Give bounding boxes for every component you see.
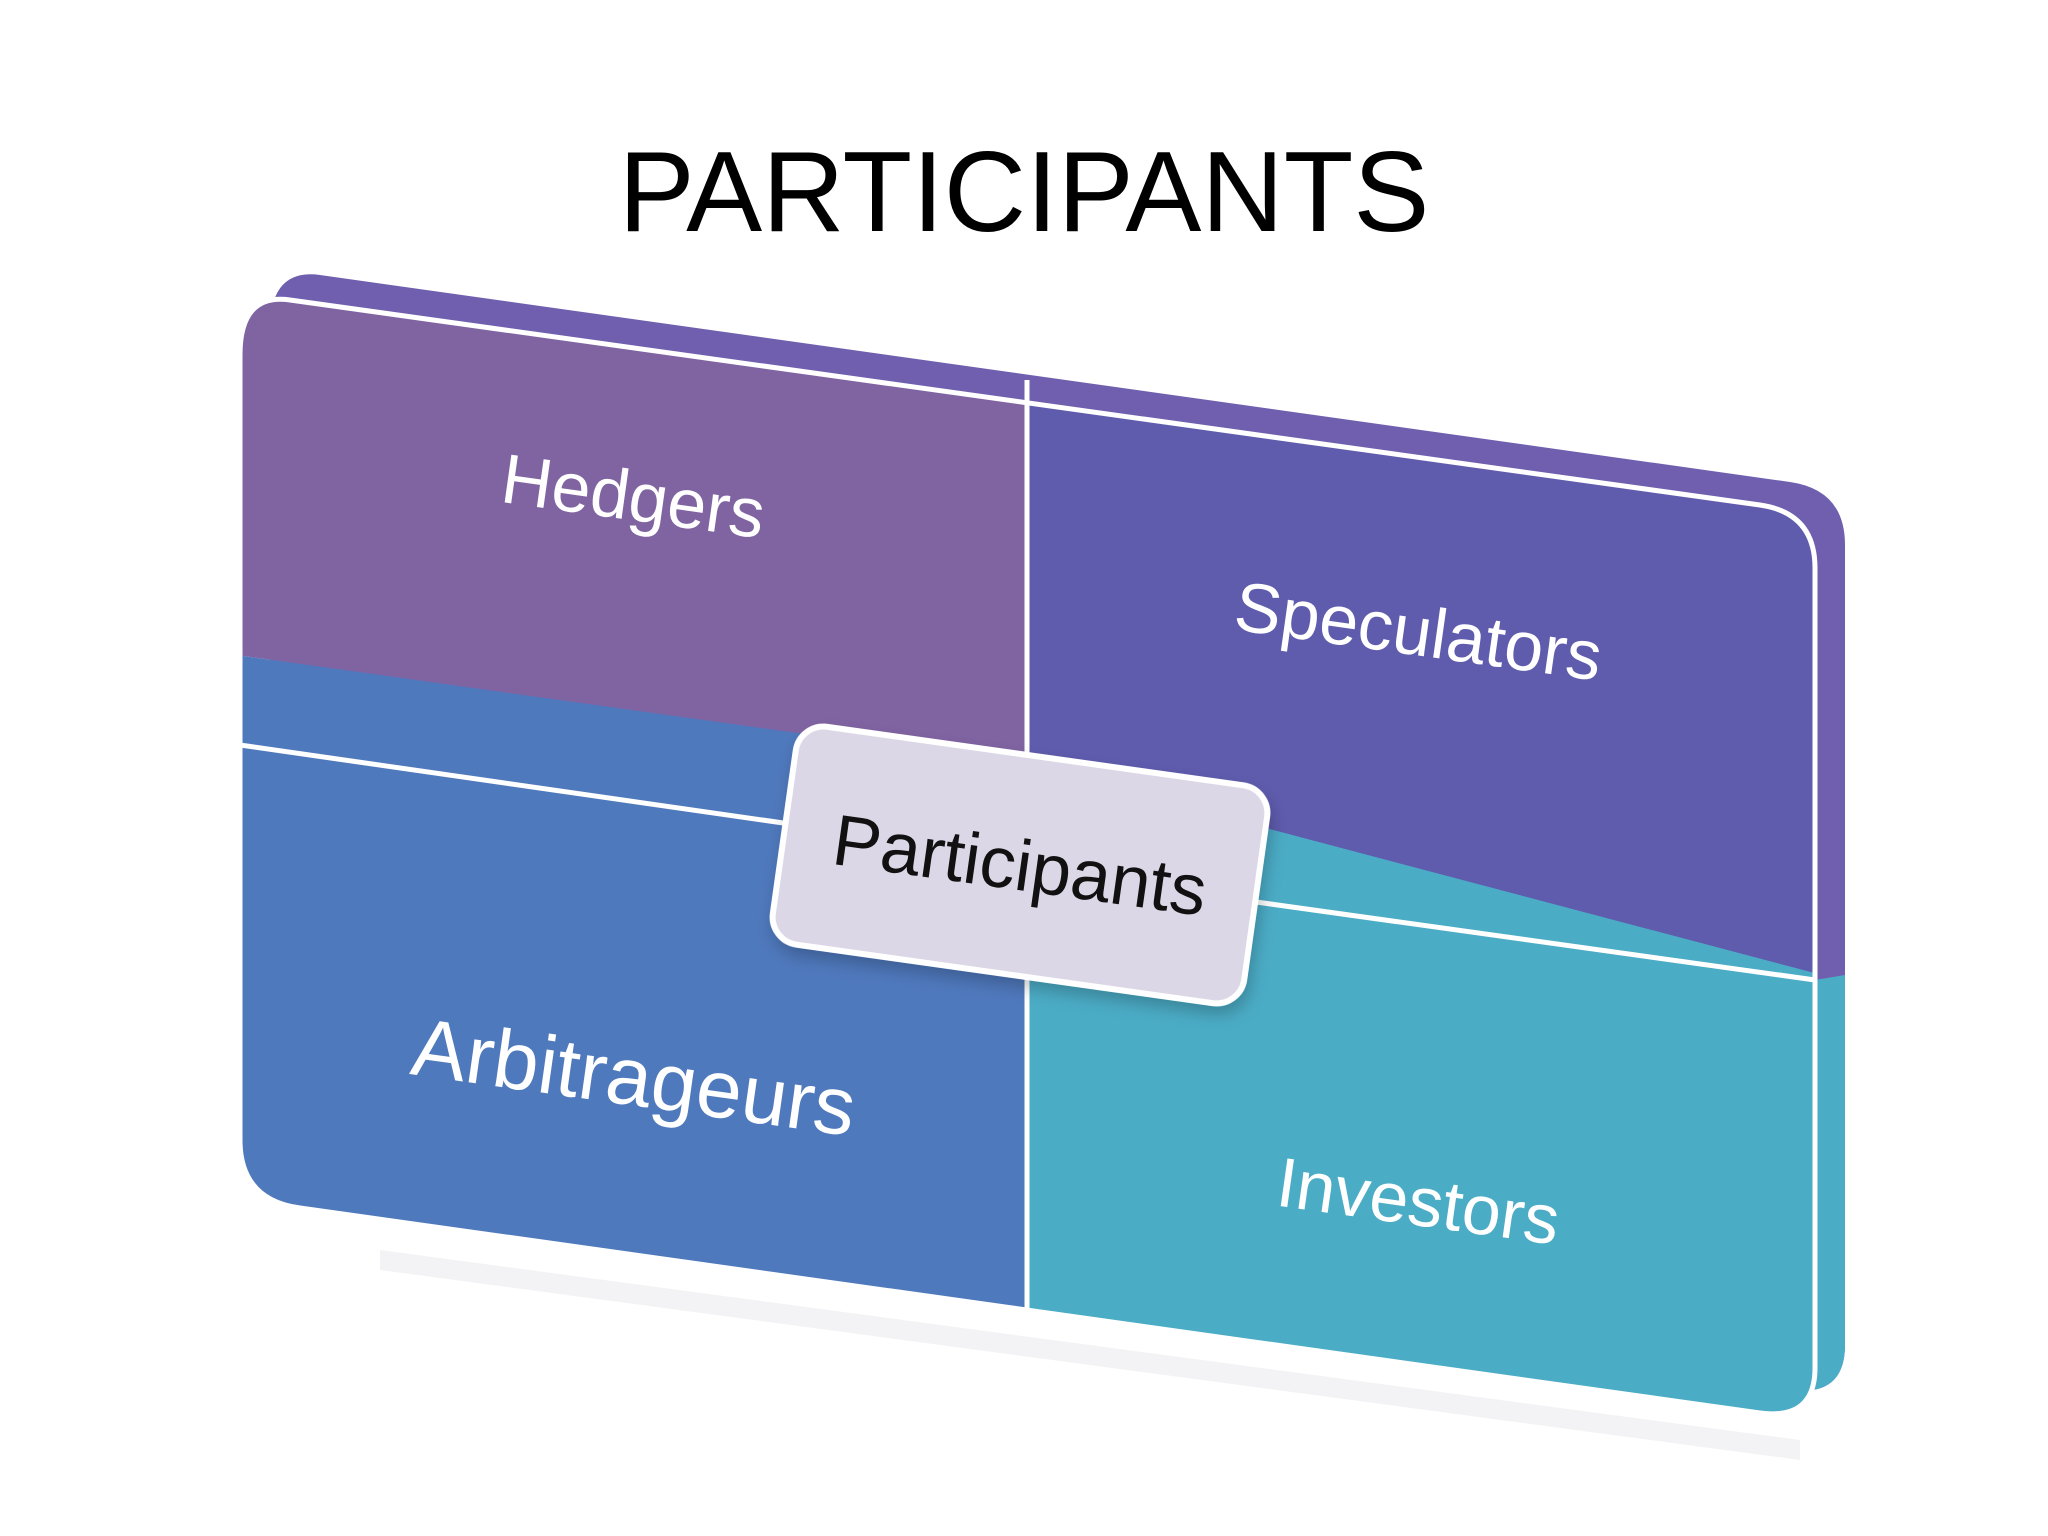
- quadrant-speculators: [1027, 405, 1815, 985]
- floor-shadow: [380, 1250, 1800, 1460]
- slide-title: PARTICIPANTS: [618, 129, 1430, 256]
- center-box-shape: [769, 723, 1271, 1007]
- front-rim: [237, 296, 1818, 1417]
- slab-side-lower: [1760, 975, 1845, 1414]
- quadrant-hedgers: [240, 299, 1027, 765]
- center-box: Participants: [769, 723, 1271, 1007]
